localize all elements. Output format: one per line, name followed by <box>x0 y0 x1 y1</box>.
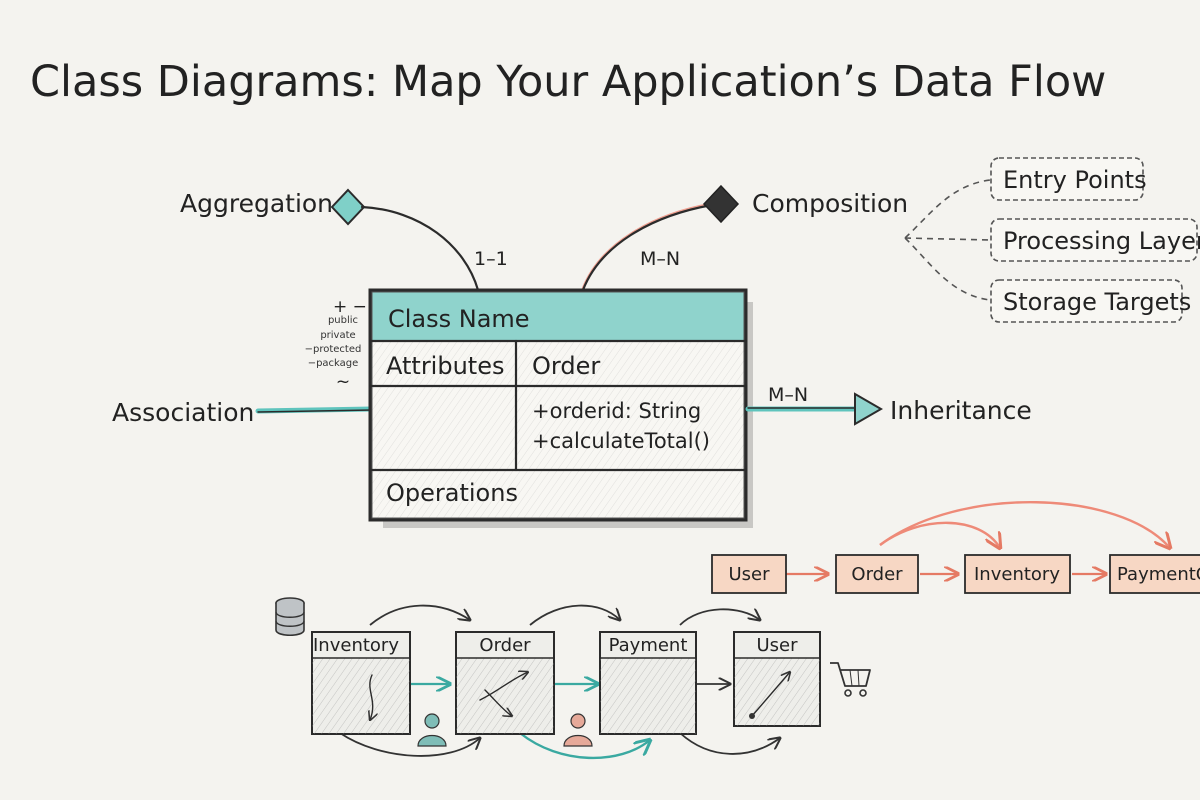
svg-text:Order: Order <box>851 564 903 585</box>
visibility-notes: + − public private −protected −package ~ <box>305 297 367 392</box>
association-label: Association <box>112 398 254 427</box>
visibility-symbols: + − <box>333 297 367 317</box>
svg-text:Order: Order <box>479 635 531 656</box>
person-icon <box>563 713 593 747</box>
class-name-header <box>372 292 744 340</box>
composition-line-highlight <box>581 202 712 290</box>
composition-label: Composition <box>752 189 908 218</box>
top-flow-node-order: Order <box>835 554 919 594</box>
aggregation-label: Aggregation <box>180 189 333 218</box>
svg-text:User: User <box>728 564 770 585</box>
bottom-flow-node-payment: Payment <box>599 631 697 735</box>
bottom-flow-node-user: User <box>733 631 821 727</box>
page-title: Class Diagrams: Map Your Application’s D… <box>30 57 1106 107</box>
visibility-package: −package <box>308 358 359 369</box>
inheritance-multiplicity: M–N <box>768 384 808 406</box>
layer-storage-targets-label: Storage Targets <box>1003 288 1191 316</box>
composition-line <box>581 203 714 292</box>
class-box: Class Name Attributes Order +orderid: St… <box>368 288 753 528</box>
svg-text:Payment: Payment <box>609 635 688 656</box>
person-icon <box>417 713 447 747</box>
database-icon <box>275 597 305 637</box>
aggregation-multiplicity: 1–1 <box>474 248 508 270</box>
top-flow-node-user: User <box>711 554 787 594</box>
top-flow-arc-order-payment <box>879 501 1170 548</box>
composition-diamond-icon <box>702 184 740 224</box>
layer-processing-layers-label: Processing Layers <box>1003 227 1200 255</box>
class-title-order: Order <box>532 352 600 380</box>
layer-storage-targets: Storage Targets <box>990 279 1191 323</box>
shopping-cart-icon <box>830 662 871 697</box>
top-flow-arc-order-inventory <box>879 521 1000 548</box>
top-flow: User Order Inventory PaymentGa <box>711 501 1200 594</box>
visibility-tilde: ~ <box>336 372 350 392</box>
member-calculate-total: +calculateTotal() <box>532 429 710 453</box>
inheritance-triangle-icon <box>854 392 884 426</box>
svg-text:Inventory: Inventory <box>313 635 399 656</box>
bottom-flow-node-order: Order <box>455 631 555 735</box>
operations-label: Operations <box>386 479 518 507</box>
svg-text:User: User <box>756 635 798 656</box>
member-orderid: +orderid: String <box>532 399 701 423</box>
class-name-label: Class Name <box>388 305 530 333</box>
aggregation-line <box>360 205 480 292</box>
top-flow-node-inventory: Inventory <box>964 554 1071 594</box>
layer-processing-layers: Processing Layers <box>990 218 1200 262</box>
inheritance-label: Inheritance <box>890 396 1032 425</box>
layers-branch <box>904 179 991 301</box>
visibility-public: public <box>328 315 358 326</box>
aggregation-diamond-icon <box>330 188 366 226</box>
layer-entry-points-label: Entry Points <box>1003 166 1147 194</box>
visibility-private: private <box>320 330 355 341</box>
top-flow-node-paymentga: PaymentGa <box>1109 554 1200 594</box>
attributes-label: Attributes <box>386 352 504 380</box>
bottom-flow-node-inventory: Inventory <box>311 631 411 735</box>
layer-entry-points: Entry Points <box>990 157 1147 201</box>
svg-text:Inventory: Inventory <box>974 564 1060 585</box>
bottom-flow: Inventory Order Payment User <box>311 604 821 760</box>
visibility-protected: −protected <box>305 344 362 355</box>
composition-multiplicity: M–N <box>640 248 680 270</box>
svg-text:PaymentGa: PaymentGa <box>1117 564 1200 585</box>
association-line <box>255 406 375 414</box>
